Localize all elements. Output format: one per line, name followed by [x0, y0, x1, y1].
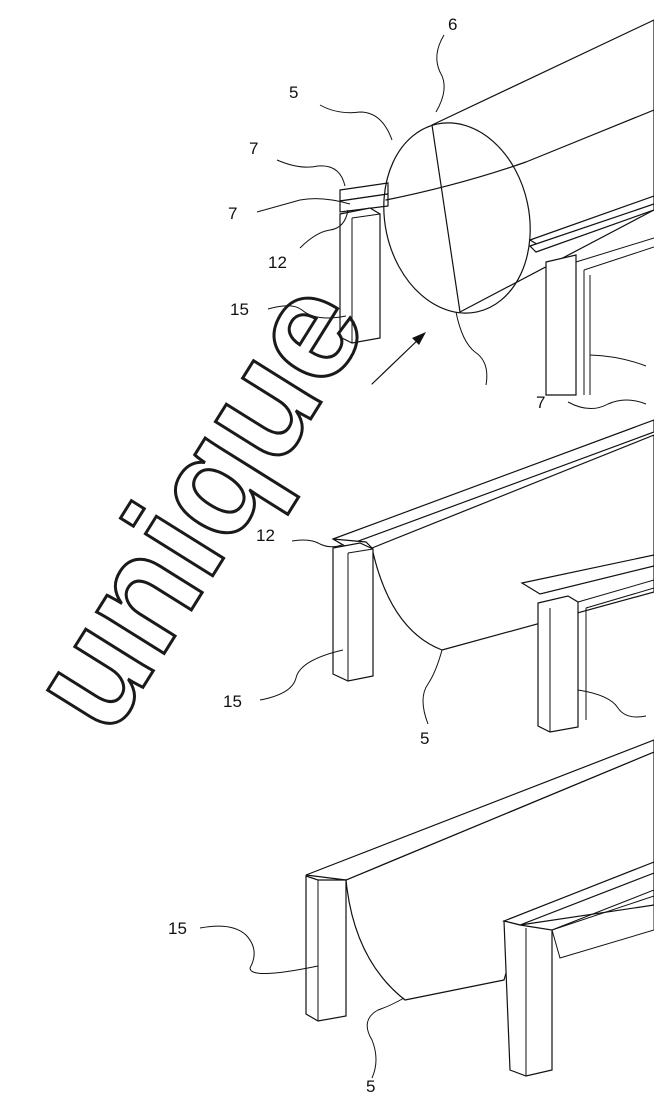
label-12: 12	[256, 526, 275, 545]
top-plate	[331, 419, 654, 547]
label-5: 5	[289, 83, 298, 102]
right-strip-lower	[528, 203, 654, 253]
label-7-lower: 7	[228, 204, 237, 223]
right-post	[545, 254, 577, 396]
leader-7a	[276, 159, 346, 187]
right-frame	[575, 237, 654, 395]
leader-7b	[256, 198, 351, 213]
right-strip-upper	[528, 195, 654, 247]
top-plate	[305, 739, 654, 881]
label-15: 15	[168, 919, 187, 938]
left-post-edge	[351, 213, 381, 343]
split-seam	[385, 109, 654, 201]
leader-right-frame	[589, 354, 647, 367]
leader-5	[366, 997, 405, 1079]
leader-7-right	[567, 399, 647, 409]
leader-15	[199, 925, 319, 975]
leader-5	[319, 104, 393, 141]
figure-top: 6 5 7 7 12 15 7	[228, 15, 654, 412]
left-strip-lower	[339, 193, 389, 213]
right-plate	[502, 861, 654, 926]
leader-right	[577, 689, 647, 718]
left-post	[305, 875, 347, 1022]
left-post	[339, 207, 381, 344]
right-frame	[549, 579, 654, 732]
leader-12	[291, 539, 343, 548]
trough-fill	[345, 751, 654, 1001]
right-frame	[551, 895, 654, 959]
label-6: 6	[448, 15, 457, 34]
trough-body	[371, 434, 654, 651]
watermark-text: unique	[0, 251, 398, 757]
label-15: 15	[223, 692, 242, 711]
cylinder-end-face	[383, 122, 531, 314]
label-5: 5	[420, 729, 429, 748]
label-5: 5	[366, 1077, 375, 1095]
leader-5	[422, 649, 443, 725]
label-7-upper: 7	[249, 139, 258, 158]
label-12: 12	[268, 253, 287, 272]
leader-15	[267, 305, 347, 319]
label-7-right: 7	[536, 393, 545, 412]
left-post-edge	[347, 548, 374, 681]
label-15: 15	[230, 300, 249, 319]
right-post	[537, 595, 579, 733]
right-post-edge	[525, 889, 654, 1076]
direction-arrow	[371, 335, 423, 385]
figure-middle: 12 15 5	[223, 419, 654, 748]
figure-bottom: 15 5	[168, 739, 654, 1095]
leader-6	[435, 34, 445, 113]
left-post	[332, 542, 374, 682]
leader-5-bottom	[455, 311, 488, 386]
leader-15	[259, 649, 344, 701]
right-post	[503, 920, 553, 1077]
cylinder-body	[431, 19, 654, 313]
leader-12	[299, 209, 349, 249]
arrow-head	[412, 332, 426, 345]
right-strip	[520, 554, 654, 595]
